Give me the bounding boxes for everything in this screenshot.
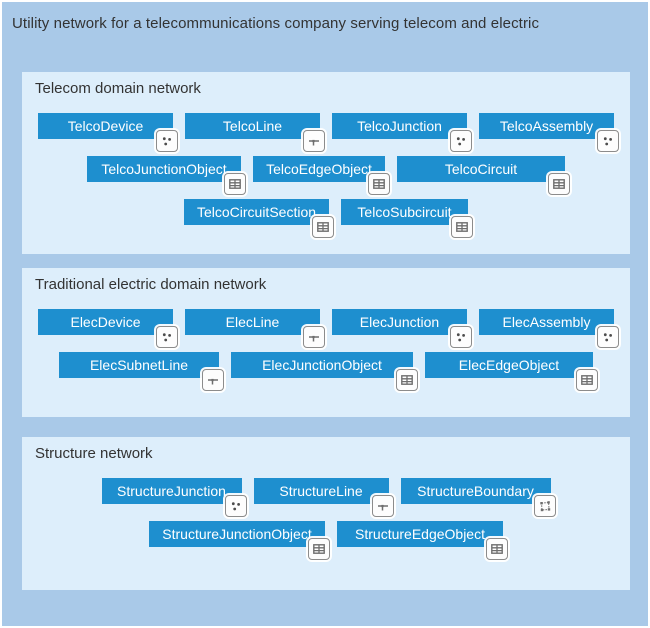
node-telcosubcircuit: TelcoSubcircuit [341,199,473,238]
node-label: TelcoJunction [357,118,442,134]
polygon-feature-icon [533,495,556,517]
table-icon [308,538,330,560]
node-label: ElecSubnetLine [89,357,189,373]
node-structureboundary: StructureBoundary [400,478,556,517]
table-icon [576,369,598,391]
node-telcocircuitsection: TelcoCircuitSection [184,199,334,238]
point-feature-icon [597,326,619,348]
table-icon [396,369,418,391]
node-label: ElecEdgeObject [458,357,560,373]
point-feature-icon [450,130,472,152]
node-telcocircuit: TelcoCircuit [397,156,570,195]
node-row: TelcoCircuitSection TelcoSubcircuit [35,199,617,238]
node-structureedgeobject: StructureEdgeObject [337,521,508,560]
node-label: ElecJunctionObject [262,357,382,373]
node-elecjunctionobject: ElecJunctionObject [231,352,418,391]
table-icon [224,173,246,195]
node-telcoedgeobject: TelcoEdgeObject [253,156,390,195]
node-label: TelcoCircuit [444,161,518,177]
point-feature-icon [224,495,247,517]
node-label: ElecAssembly [502,314,591,330]
node-label: ElecLine [225,314,280,330]
node-row: StructureJunctionObject StructureEdgeObje… [35,521,617,560]
node-label: TelcoCircuitSection [196,204,317,220]
node-telcojunction: TelcoJunction [332,113,472,152]
line-feature-icon [202,369,224,391]
point-feature-icon [597,130,619,152]
node-label: TelcoSubcircuit [357,204,452,220]
node-elecline: ElecLine [185,309,325,348]
node-label: TelcoAssembly [499,118,594,134]
node-telcodevice: TelcoDevice [38,113,178,152]
node-label: StructureEdgeObject [355,526,485,542]
node-row: TelcoDevice TelcoLine TelcoJunction TelcoAs… [35,113,619,152]
node-row: ElecDevice ElecLine ElecJunction ElecAssemb… [35,309,619,348]
node-elecsubnetline: ElecSubnetLine [59,352,224,391]
node-elecassembly: ElecAssembly [479,309,619,348]
node-row: ElecSubnetLine ElecJunctionObject ElecEdge… [35,352,617,391]
table-icon [368,173,390,195]
section-title: Telecom domain network [35,80,201,97]
line-feature-icon [371,495,394,517]
node-row: StructureJunction StructureLine StructureB… [35,478,617,517]
node-label: TelcoJunctionObject [101,161,227,177]
section-traditional-electric-domain-network: Traditional electric domain network Elec… [22,268,630,417]
node-elecedgeobject: ElecEdgeObject [425,352,598,391]
table-icon [548,173,570,195]
section-title: Traditional electric domain network [35,276,267,293]
node-telcoline: TelcoLine [185,113,325,152]
point-feature-icon [156,326,178,348]
section-telecom-domain-network: Telecom domain network TelcoDevice TelcoL… [22,72,630,254]
node-label: StructureJunctionObject [162,526,312,542]
node-label: StructureLine [279,483,363,499]
node-elecdevice: ElecDevice [38,309,178,348]
node-telcojunctionobject: TelcoJunctionObject [87,156,246,195]
table-icon [312,216,334,238]
table-icon [486,538,508,560]
section-title: Structure network [35,445,153,462]
node-structurejunctionobject: StructureJunctionObject [149,521,330,560]
node-row: TelcoJunctionObject TelcoEdgeObject TelcoC… [35,156,617,195]
point-feature-icon [450,326,472,348]
table-icon [451,216,473,238]
point-feature-icon [156,130,178,152]
node-telcoassembly: TelcoAssembly [479,113,619,152]
line-feature-icon [303,326,325,348]
node-label: TelcoEdgeObject [266,161,372,177]
section-rows: ElecDevice ElecLine ElecJunction ElecAssemb… [35,309,630,391]
node-label: StructureJunction [117,483,226,499]
section-rows: TelcoDevice TelcoLine TelcoJunction TelcoAs… [35,113,630,238]
node-elecjunction: ElecJunction [332,309,472,348]
section-rows: StructureJunction StructureLine StructureB… [35,478,630,560]
diagram-title: Utility network for a telecommunications… [12,15,540,32]
node-label: TelcoLine [222,118,283,134]
node-label: StructureBoundary [417,483,534,499]
node-label: ElecDevice [70,314,141,330]
node-label: TelcoDevice [67,118,144,134]
node-structureline: StructureLine [253,478,394,517]
node-label: ElecJunction [359,314,440,330]
node-structurejunction: StructureJunction [101,478,247,517]
line-feature-icon [303,130,325,152]
